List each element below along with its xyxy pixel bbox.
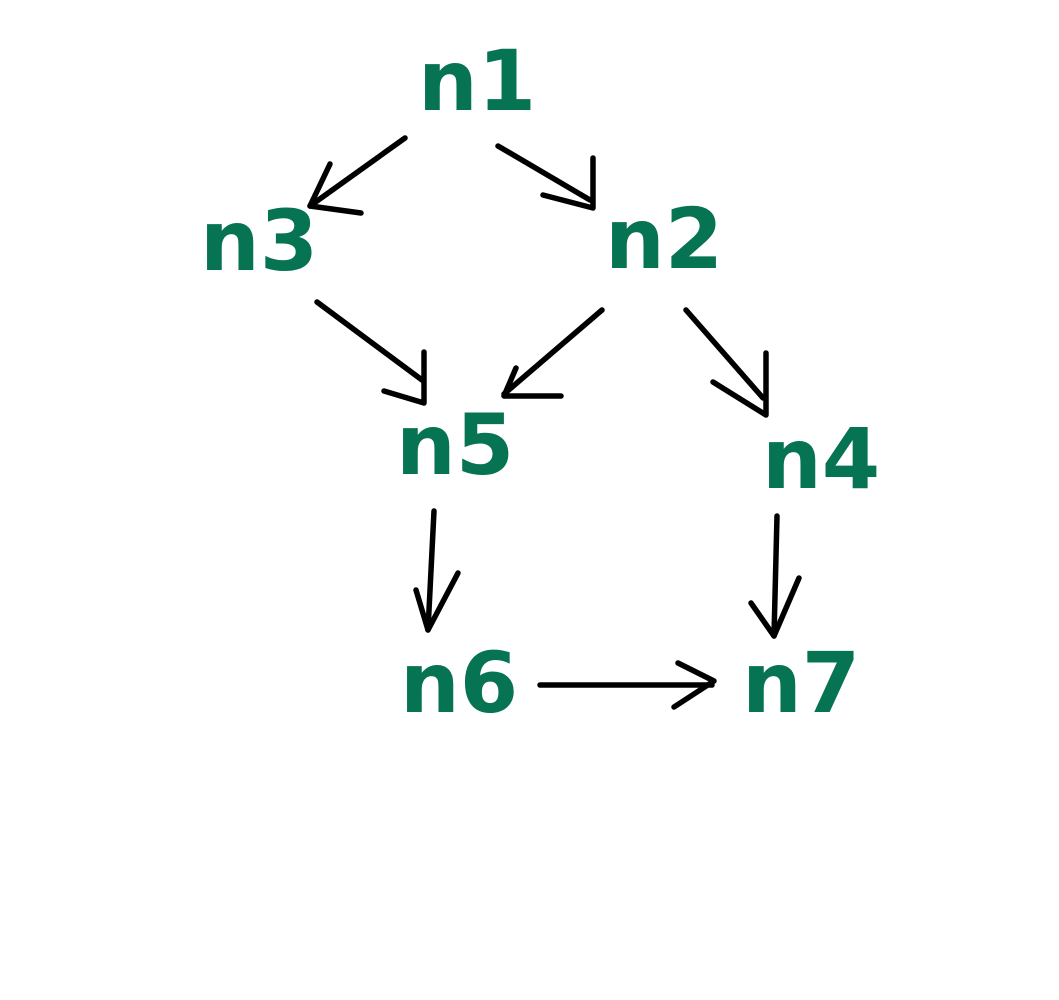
node-n5: n5: [396, 396, 514, 494]
edge-n6-n7: [537, 660, 717, 710]
node-n3: n3: [200, 192, 318, 290]
node-n2: n2: [605, 190, 723, 288]
node-n7: n7: [742, 634, 860, 732]
edge-n1-n2: [495, 143, 596, 211]
edge-n4-n7: [748, 513, 802, 639]
node-n1: n1: [418, 32, 536, 130]
edge-n2-n4: [683, 307, 769, 418]
edge-n2-n5: [501, 307, 605, 399]
nodes: n1 n2 n3 n4 n5 n6 n7: [200, 32, 880, 732]
node-n4: n4: [762, 410, 880, 508]
edge-n5-n6: [413, 508, 461, 633]
edge-n1-n3: [307, 135, 408, 216]
edges: [307, 135, 802, 710]
node-n6: n6: [400, 634, 518, 732]
edge-n3-n5: [314, 299, 427, 406]
